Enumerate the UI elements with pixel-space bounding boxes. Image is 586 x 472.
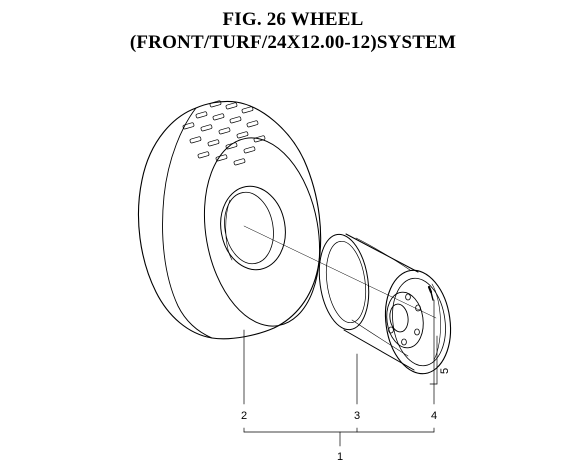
figure-title: FIG. 26 WHEEL (FRONT/TURF/24X12.00-12)SY… — [0, 8, 586, 54]
figure-title-line-2: (FRONT/TURF/24X12.00-12)SYSTEM — [129, 32, 457, 53]
figure-title-line-1: FIG. 26 WHEEL — [222, 9, 364, 30]
callout-label-valve-cap: 5 — [439, 368, 451, 374]
tire-illustration — [137, 100, 322, 340]
callout-label-assembly: 1 — [337, 451, 343, 463]
callout-label-tire: 2 — [241, 410, 247, 422]
valve-illustration — [427, 285, 434, 301]
rim-illustration — [318, 233, 452, 375]
callout-label-valve: 4 — [431, 410, 437, 422]
callout-label-rim: 3 — [354, 410, 360, 422]
